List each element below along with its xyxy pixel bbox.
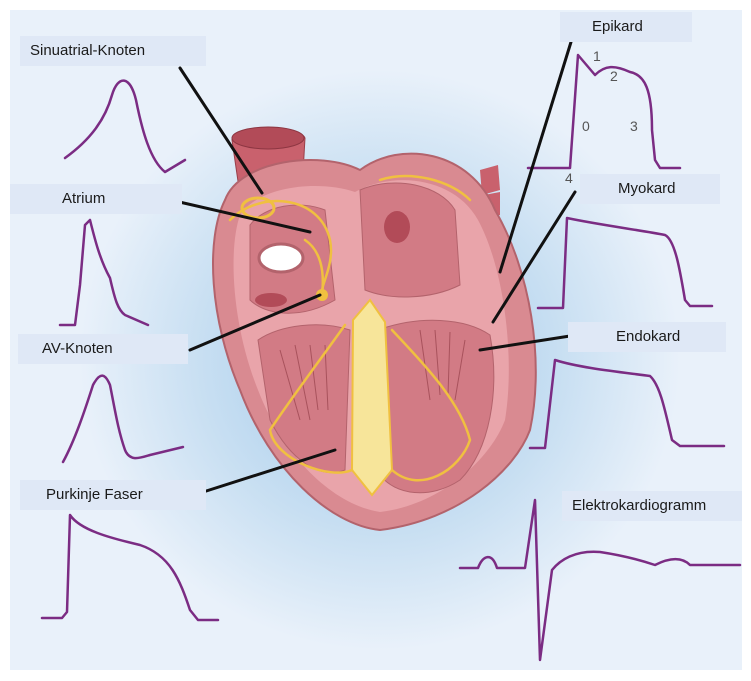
phase-3: 3 [630, 118, 638, 134]
label-ekg: Elektrokardiogramm [562, 491, 742, 521]
pulmonary-vein [384, 211, 410, 243]
coronary-sinus [255, 293, 287, 307]
phase-2: 2 [610, 68, 618, 84]
label-epikard: Epikard [560, 12, 692, 42]
aorta-opening [232, 127, 304, 149]
phase-0: 0 [582, 118, 590, 134]
label-atrium: Atrium [10, 184, 182, 214]
phase-4: 4 [565, 170, 573, 186]
label-av-node: AV-Knoten [18, 334, 188, 364]
label-myokard: Myokard [580, 174, 720, 204]
left-atrium [360, 183, 460, 297]
phase-1: 1 [593, 48, 601, 64]
label-purkinje: Purkinje Faser [20, 480, 206, 510]
vena-cava-opening [259, 244, 303, 272]
label-endokard: Endokard [568, 322, 726, 352]
label-sinuatrial-node: Sinuatrial-Knoten [20, 36, 206, 66]
septum-bundle [352, 300, 392, 495]
